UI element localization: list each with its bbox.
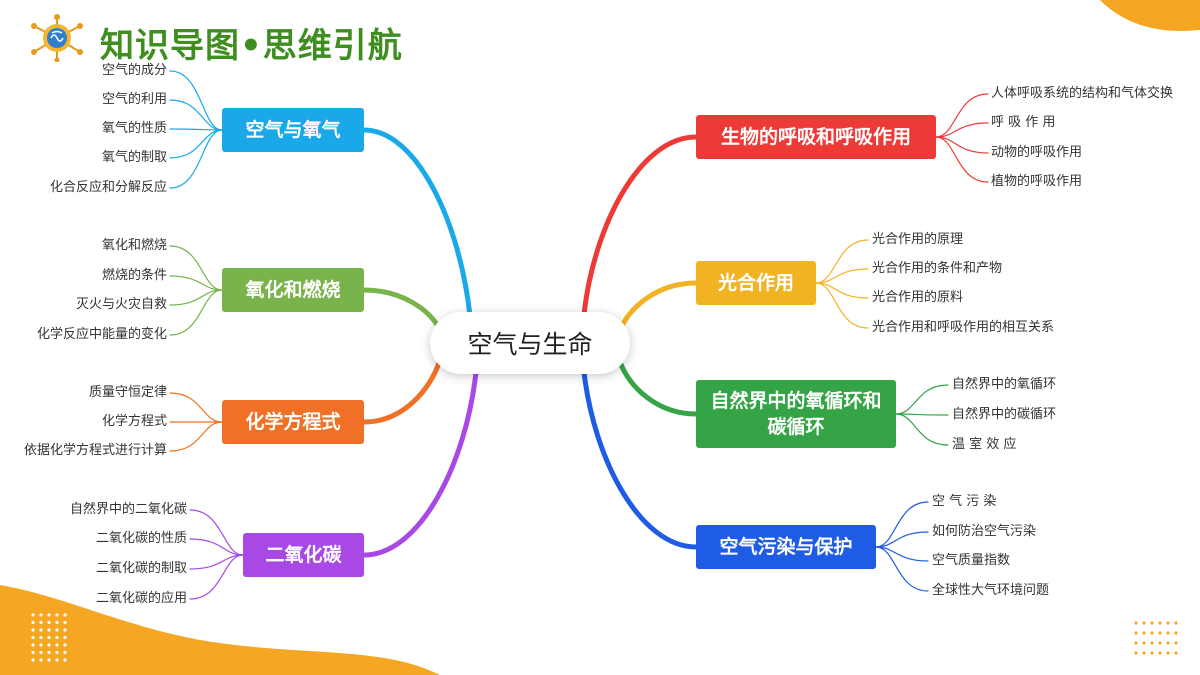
leaf-7-1: 如何防治空气污染 bbox=[932, 524, 1037, 539]
leaf-1-1: 燃烧的条件 bbox=[101, 268, 167, 283]
leaf-connector-4-0 bbox=[935, 93, 989, 138]
decor-top-right-shape bbox=[1100, 0, 1200, 31]
branch-connector-2 bbox=[361, 357, 443, 425]
leaf-7-3: 全球性大气环境问题 bbox=[932, 583, 1050, 598]
decor-bottom-left-shape bbox=[0, 585, 440, 675]
page-title: 知识导图•思维引航 bbox=[100, 26, 403, 66]
leaf-5-1: 光合作用的条件和产物 bbox=[872, 261, 1003, 276]
leaf-connector-3-0 bbox=[189, 509, 244, 556]
branch-connector-5 bbox=[617, 280, 699, 333]
branch-connector-1 bbox=[361, 287, 443, 333]
branch-connector-3 bbox=[361, 369, 479, 558]
branch-6: 自然界中的氧循环和碳循环 bbox=[696, 380, 896, 448]
decor-dots-left bbox=[31, 613, 67, 662]
leaf-1-0: 氧化和燃烧 bbox=[101, 238, 167, 253]
branch-3: 二氧化碳 bbox=[243, 533, 364, 577]
leaf-1-2: 灭火与火灾自救 bbox=[75, 297, 167, 312]
leaf-3-0: 自然界中的二氧化碳 bbox=[69, 502, 187, 517]
leaf-1-3: 化学反应中能量的变化 bbox=[36, 327, 167, 342]
leaf-7-0: 空 气 污 染 bbox=[932, 494, 997, 509]
leaf-3-2: 二氧化碳的制取 bbox=[95, 561, 187, 576]
leaf-connector-4-3 bbox=[935, 136, 989, 183]
leaf-4-2: 动物的呼吸作用 bbox=[991, 145, 1083, 160]
leaf-connector-2-2 bbox=[169, 421, 223, 452]
leaf-5-2: 光合作用的原料 bbox=[872, 290, 964, 305]
leaf-4-3: 植物的呼吸作用 bbox=[991, 174, 1083, 189]
leaf-6-1: 自然界中的碳循环 bbox=[952, 407, 1057, 422]
leaf-0-2: 氧气的性质 bbox=[101, 121, 167, 136]
branch-7: 空气污染与保护 bbox=[696, 525, 876, 569]
leaf-7-2: 空气质量指数 bbox=[932, 553, 1011, 568]
leaf-connector-7-2 bbox=[875, 546, 929, 562]
leaf-4-1: 呼 吸 作 用 bbox=[991, 115, 1056, 130]
branch-1: 氧化和燃烧 bbox=[222, 268, 364, 312]
leaf-0-4: 化合反应和分解反应 bbox=[49, 180, 167, 195]
leaf-connector-5-3 bbox=[815, 282, 869, 329]
leaf-6-0: 自然界中的氧循环 bbox=[952, 377, 1057, 392]
leaf-connector-0-2 bbox=[169, 128, 223, 131]
leaf-connector-1-0 bbox=[169, 245, 223, 291]
branch-connector-4 bbox=[581, 134, 699, 317]
leaf-2-1: 化学方程式 bbox=[101, 414, 167, 429]
leaf-connector-7-1 bbox=[875, 531, 929, 548]
branch-4: 生物的呼吸和呼吸作用 bbox=[696, 115, 936, 159]
leaf-connector-2-0 bbox=[169, 392, 223, 423]
leaf-connector-7-0 bbox=[875, 501, 929, 548]
leaf-5-0: 光合作用的原理 bbox=[872, 232, 964, 247]
leaf-connector-7-3 bbox=[875, 546, 929, 592]
brain-gear-icon bbox=[31, 14, 83, 62]
branch-0: 空气与氧气 bbox=[222, 108, 364, 152]
leaf-0-3: 氧气的制取 bbox=[101, 150, 167, 165]
leaf-0-1: 空气的利用 bbox=[101, 92, 167, 107]
leaf-connector-6-1 bbox=[895, 413, 949, 416]
branch-2: 化学方程式 bbox=[222, 400, 364, 444]
leaf-connector-3-1 bbox=[189, 538, 244, 556]
leaf-3-1: 二氧化碳的性质 bbox=[95, 531, 187, 546]
branch-5: 光合作用 bbox=[696, 261, 816, 305]
leaf-connector-0-4 bbox=[169, 129, 223, 189]
branch-connector-6 bbox=[617, 359, 699, 417]
leaf-connector-0-1 bbox=[169, 99, 223, 131]
leaf-4-0: 人体呼吸系统的结构和气体交换 bbox=[991, 86, 1174, 101]
leaf-2-0: 质量守恒定律 bbox=[88, 385, 167, 400]
leaf-connector-3-3 bbox=[189, 554, 244, 600]
decor-dots-right bbox=[1134, 621, 1178, 655]
leaf-connector-4-1 bbox=[935, 122, 989, 138]
leaf-6-2: 温 室 效 应 bbox=[952, 437, 1017, 452]
leaf-connector-6-0 bbox=[895, 384, 949, 415]
leaf-0-0: 空气的成分 bbox=[101, 63, 167, 78]
leaf-connector-3-2 bbox=[189, 554, 244, 570]
central-topic: 空气与生命 bbox=[430, 312, 630, 374]
leaf-connector-1-3 bbox=[169, 289, 223, 336]
leaf-5-3: 光合作用和呼吸作用的相互关系 bbox=[872, 320, 1055, 335]
leaf-3-3: 二氧化碳的应用 bbox=[95, 591, 187, 606]
leaf-connector-0-0 bbox=[169, 70, 223, 131]
leaf-connector-1-1 bbox=[169, 275, 223, 291]
leaf-connector-5-0 bbox=[815, 239, 869, 284]
leaf-connector-5-1 bbox=[815, 268, 869, 284]
leaf-connector-6-2 bbox=[895, 413, 949, 446]
branch-connector-7 bbox=[581, 369, 699, 550]
leaf-2-2: 依据化学方程式进行计算 bbox=[23, 443, 167, 458]
branch-connector-0 bbox=[361, 127, 473, 319]
